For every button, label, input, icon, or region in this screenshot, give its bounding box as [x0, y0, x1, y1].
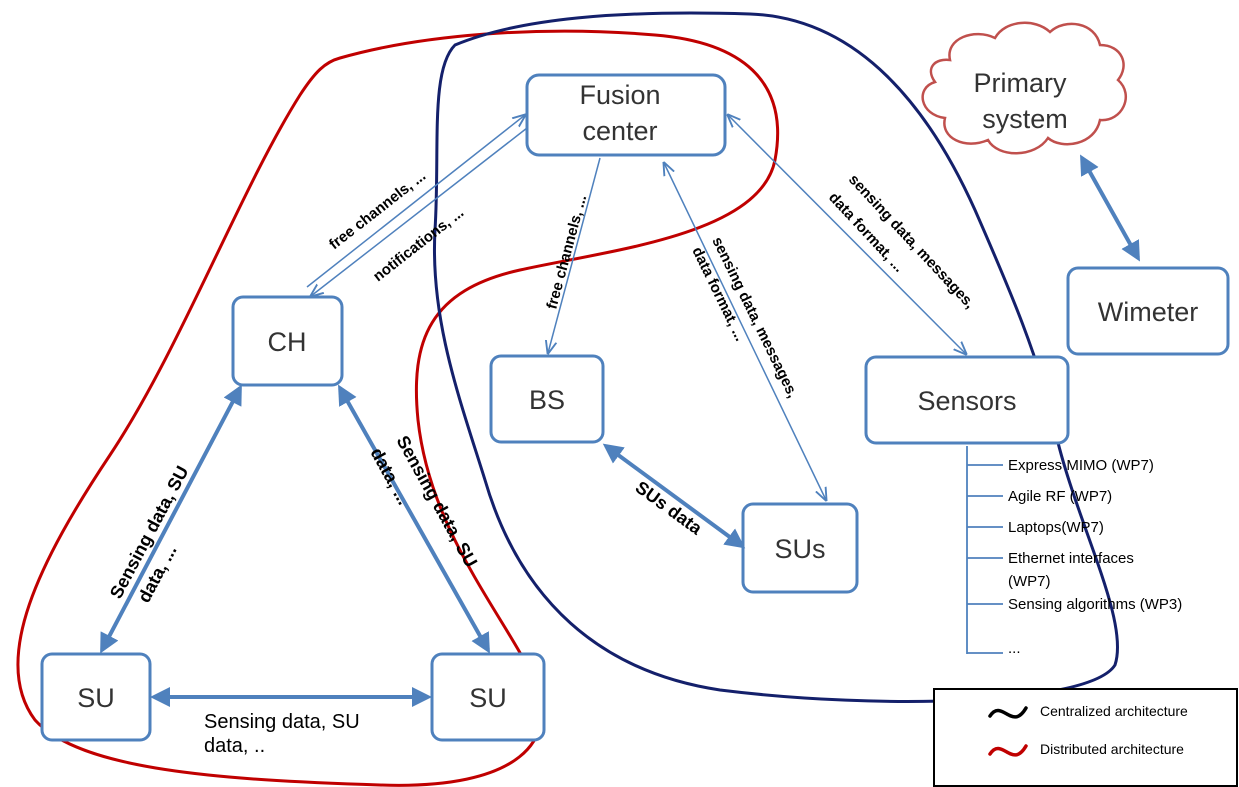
sensors-label: Sensors: [917, 386, 1016, 416]
node-ch: CH: [231, 295, 344, 387]
node-su-left: SU: [40, 652, 152, 742]
edge-label-su-su-line2: data, ..: [204, 735, 265, 757]
primary-wimeter-arrow: [1080, 154, 1140, 262]
node-sus: SUs: [741, 502, 859, 594]
ch-label: CH: [268, 327, 307, 357]
wimeter-label: Wimeter: [1098, 297, 1199, 327]
ch-to-fusion-arrow: [306, 115, 525, 288]
sensor-list-item: Express MIMO (WP7): [1008, 457, 1154, 474]
bs-sus-arrow: [602, 443, 746, 549]
node-wimeter: Wimeter: [1066, 266, 1230, 356]
legend-distributed-label: Distributed architecture: [1040, 741, 1184, 757]
edge-label-notifications: notifications, ...: [370, 204, 467, 285]
centralized-architecture-boundary: [432, 11, 1120, 703]
sus-label: SUs: [774, 534, 825, 564]
primary-system-label-line1: Primary: [974, 68, 1067, 98]
sensor-list-item: Laptops(WP7): [1008, 519, 1104, 536]
fusion-to-ch-arrow: [311, 127, 528, 296]
sensor-list-item: Sensing algorithms (WP3): [1008, 596, 1182, 613]
ch-su-right-arrow: [338, 384, 490, 654]
sensor-list: Express MIMO (WP7) Agile RF (WP7) Laptop…: [966, 446, 1182, 657]
fusion-center-label-line1: Fusion: [579, 80, 660, 110]
su-left-label: SU: [77, 683, 115, 713]
legend-centralized-label: Centralized architecture: [1040, 703, 1188, 719]
node-sensors: Sensors: [864, 355, 1070, 445]
primary-system-label-line2: system: [982, 104, 1068, 134]
node-bs: BS: [489, 354, 605, 444]
sensor-list-item: Ethernet interfaces: [1008, 550, 1134, 567]
edge-label-su-su-line1: Sensing data, SU: [204, 711, 360, 733]
bs-label: BS: [529, 385, 565, 415]
fusion-center-label-line2: center: [582, 116, 657, 146]
primary-system-cloud: Primary system: [921, 21, 1128, 155]
ch-su-left-arrow: [100, 384, 242, 654]
sensor-list-item: ...: [1008, 640, 1021, 657]
legend: Centralized architecture Distributed arc…: [933, 688, 1238, 787]
edge-label-free-channels-bs: free channels, ...: [543, 193, 590, 311]
distributed-legend-swatch: [988, 744, 1028, 757]
sensor-list-item: Agile RF (WP7): [1008, 488, 1112, 505]
centralized-legend-swatch: [988, 706, 1028, 719]
node-su-right: SU: [430, 652, 546, 742]
su-right-label: SU: [469, 683, 507, 713]
fusion-to-bs-arrow: [548, 157, 601, 353]
sensor-list-item: (WP7): [1008, 573, 1051, 590]
edge-label-bs-sus: SUs data: [632, 477, 707, 539]
fusion-sensors-arrow: [728, 115, 966, 354]
node-fusion-center: Fusion center: [525, 73, 727, 157]
